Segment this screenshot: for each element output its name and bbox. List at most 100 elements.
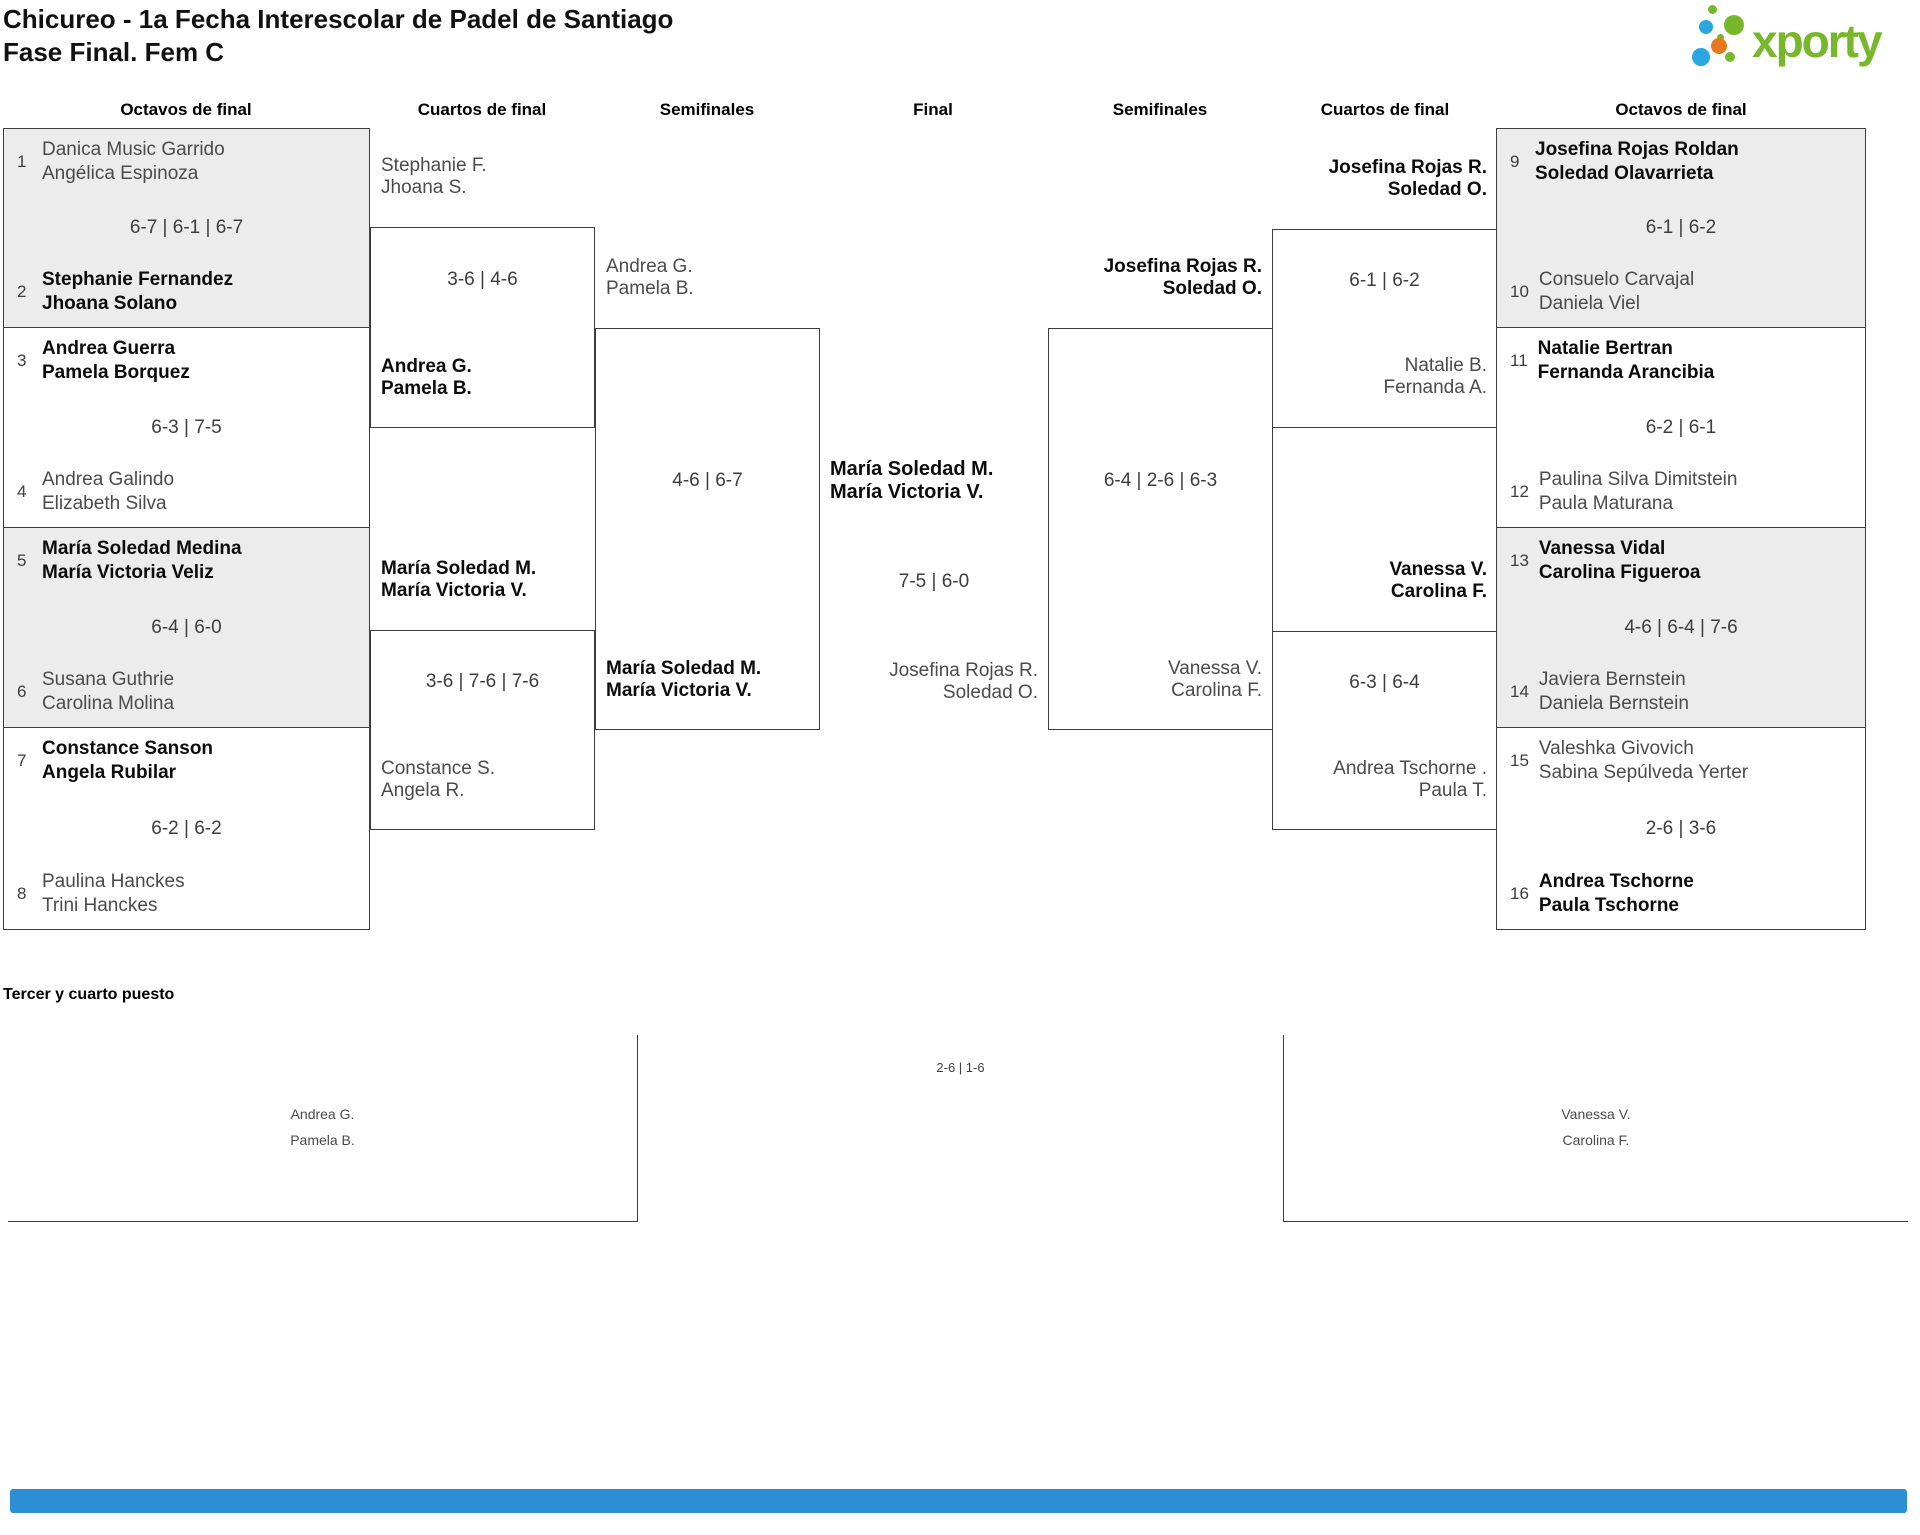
player-name: Consuelo Carvajal <box>1538 269 1695 290</box>
match-score: 6-1 | 6-2 <box>1349 269 1420 291</box>
player-name: Trini Hanckes <box>42 895 158 916</box>
player-name: Carolina Figueroa <box>1538 562 1701 583</box>
player-name: Carolina Molina <box>42 693 175 714</box>
player-name: Paulina Silva Dimitstein <box>1538 469 1738 490</box>
third-place-right-box: Vanessa V. Carolina F. <box>1283 1035 1908 1222</box>
logo-wordmark: xporty <box>1752 15 1883 67</box>
player-name: Paulina Hanckes <box>42 871 185 892</box>
match-score: 4-6 | 6-7 <box>672 470 743 491</box>
seed-number: 14 <box>1510 682 1529 701</box>
player-name: María Soledad M. <box>381 558 537 579</box>
logo-dot-icon <box>1724 15 1744 35</box>
player-name: Daniela Bernstein <box>1538 693 1689 714</box>
player-name: Vanessa V. <box>1561 1106 1631 1122</box>
player-name: Stephanie Fernandez <box>42 269 234 290</box>
seed-number: 3 <box>17 351 27 370</box>
match-box-qf-right-1: 6-1 | 6-2 <box>1272 229 1497 428</box>
bottom-scroll-bar[interactable] <box>10 1489 1907 1513</box>
seed-number: 2 <box>17 282 27 301</box>
team-label: María Soledad M.María Victoria V. <box>381 558 536 602</box>
team-label: Vanessa V. Carolina F. <box>1284 1101 1908 1153</box>
team-label: Andrea G.Pamela B. <box>606 256 694 300</box>
player-name: María Victoria V. <box>381 580 527 601</box>
logo-dot-icon <box>1699 20 1713 34</box>
logo-dot-icon <box>1708 5 1717 14</box>
match-score: 6-1 | 6-2 <box>1645 217 1717 238</box>
player-name: Javiera Bernstein <box>1538 669 1686 690</box>
player-name: Angela Rubilar <box>42 762 177 783</box>
seed-number: 12 <box>1510 482 1529 501</box>
player-name: María Soledad Medina <box>42 538 242 559</box>
match-box-sf-left: 4-6 | 6-7 <box>595 328 820 730</box>
xporty-logo[interactable]: xporty <box>1690 4 1918 74</box>
player-name: Angela R. <box>381 780 465 801</box>
header-octavos-right: Octavos de final <box>1615 100 1747 119</box>
logo-dot-icon <box>1692 48 1710 66</box>
match-score: 6-4 | 2-6 | 6-3 <box>1103 470 1218 491</box>
player-name: Vanessa V. <box>1167 658 1262 679</box>
match-box-qf-left-2: 3-6 | 7-6 | 7-6 <box>370 630 595 830</box>
team-label: Andrea G. Pamela B. <box>8 1101 637 1153</box>
player-name: Josefina Rojas R. <box>1328 157 1487 178</box>
player-name: Josefina Rojas R. <box>1103 256 1262 277</box>
match-score: 2-6 | 3-6 <box>1645 817 1717 839</box>
player-name: Andrea Galindo <box>42 469 175 490</box>
player-name: Andrea G. <box>290 1106 355 1122</box>
team-label: Josefina Rojas R.Soledad O. <box>1104 256 1262 300</box>
team-label: Natalie B.Fernanda A. <box>1383 355 1487 399</box>
third-place-score: 2-6 | 1-6 <box>936 1060 985 1075</box>
player-name: Angélica Espinoza <box>42 163 199 184</box>
logo-dot-icon <box>1725 52 1735 62</box>
player-name: Stephanie F. <box>381 155 487 176</box>
player-name: Pamela B. <box>381 378 472 399</box>
player-name: Pamela Borquez <box>42 362 190 383</box>
player-name: Paula Maturana <box>1538 493 1674 514</box>
player-name: Elizabeth Silva <box>42 493 167 514</box>
match-box-qf-left-1: 3-6 | 4-6 <box>370 227 595 428</box>
player-name: Andrea Tschorne . <box>1333 758 1487 779</box>
match-score: 6-2 | 6-2 <box>151 817 222 839</box>
match-score: 4-6 | 6-4 | 7-6 <box>1624 616 1738 638</box>
match-score: 6-2 | 6-1 <box>1645 416 1717 438</box>
page-title: Chicureo - 1a Fecha Interescolar de Pade… <box>3 4 674 34</box>
header-octavos-left: Octavos de final <box>120 100 252 119</box>
final-score: 7-5 | 6-0 <box>898 571 970 592</box>
player-name: María Victoria V. <box>830 481 984 503</box>
seed-number: 4 <box>17 482 27 501</box>
header-cuartos-left: Cuartos de final <box>417 100 547 119</box>
team-label: Andrea G.Pamela B. <box>381 356 472 400</box>
player-name: Jhoana Solano <box>42 293 178 314</box>
final-runnerup-label: Josefina Rojas R.Soledad O. <box>889 660 1038 704</box>
team-label: Vanessa V.Carolina F. <box>1168 658 1262 702</box>
third-place-header: Tercer y cuarto puesto <box>3 986 175 1003</box>
player-name: María Soledad M. <box>606 658 762 679</box>
header-cuartos-right: Cuartos de final <box>1320 100 1450 119</box>
player-name: Soledad O. <box>942 682 1038 703</box>
match-box-sf-right: 6-4 | 2-6 | 6-3 <box>1048 328 1273 730</box>
player-name: Pamela B. <box>606 278 694 299</box>
player-name: Constance Sanson <box>42 738 214 759</box>
final-winner-label: María Soledad M.María Victoria V. <box>830 458 993 504</box>
player-name: Carolina F. <box>1390 581 1487 602</box>
seed-number: 13 <box>1510 551 1529 570</box>
seed-number: 9 <box>1510 152 1520 171</box>
player-name: Soledad O. <box>1387 179 1487 200</box>
third-place-left-box: Andrea G. Pamela B. <box>8 1035 638 1222</box>
match-score: 3-6 | 7-6 | 7-6 <box>425 671 540 692</box>
player-name: Josefina Rojas Roldan <box>1535 139 1739 160</box>
player-name: Susana Guthrie <box>42 669 175 690</box>
player-name: Natalie Bertran <box>1537 338 1673 359</box>
